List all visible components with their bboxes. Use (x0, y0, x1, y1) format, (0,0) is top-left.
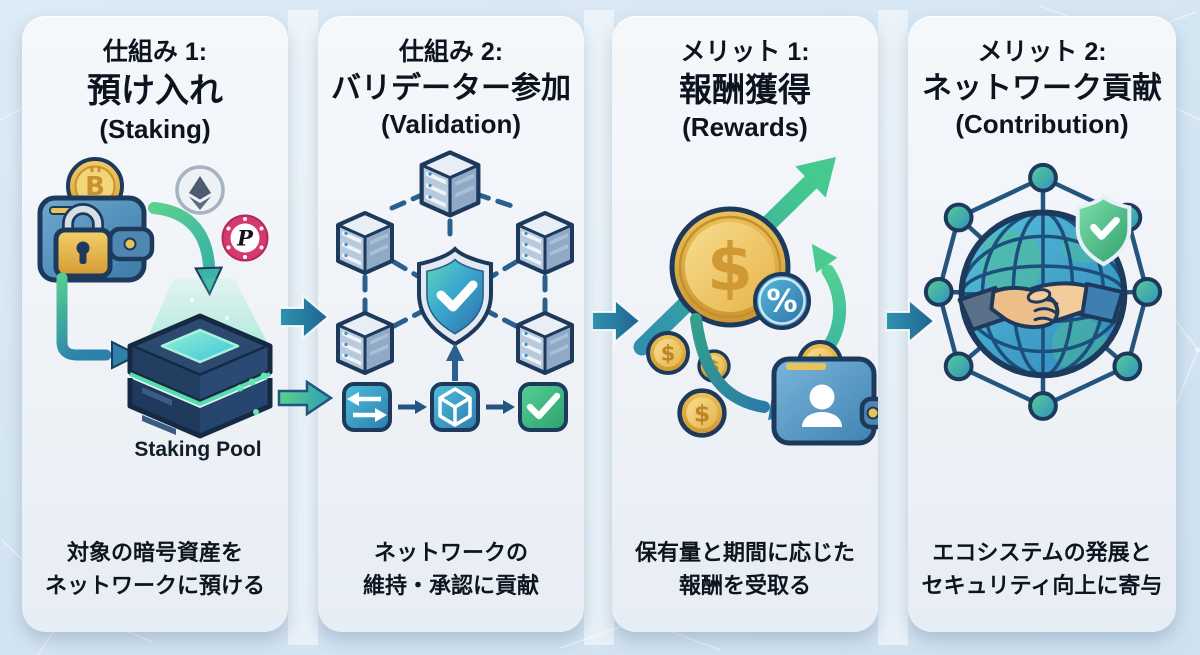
flow-arrow-pool-out (277, 379, 335, 422)
rewards-graphic: $ % $ $ (612, 149, 878, 497)
flow-arrow-3-4 (885, 297, 936, 349)
flow-arrow-2-3 (591, 297, 642, 349)
svg-text:$: $ (661, 342, 676, 366)
contribution-graphic (909, 145, 1175, 493)
card-rewards: メリット 1: 報酬獲得 (Rewards) $ (612, 16, 878, 632)
staking-pool-icon (127, 313, 273, 439)
card-contribution: メリット 2: ネットワーク貢献 (Contribution) (908, 16, 1176, 632)
validation-graphic (318, 145, 584, 493)
shield-check-icon (417, 246, 493, 347)
validator-node-icon (336, 211, 394, 276)
wallet-to-pool-arrow-icon (56, 272, 141, 371)
caption-line: エコシステムの発展と (932, 540, 1152, 565)
validator-node-icon (336, 311, 394, 376)
block-cube-icon (430, 382, 480, 433)
title-line: バリデーター参加 (331, 71, 571, 105)
validator-node-icon (422, 153, 479, 216)
card-validation-title: 仕組み 2: バリデーター参加 (Validation) (331, 36, 571, 141)
caption-line: ネットワークの (373, 540, 528, 565)
title-line: 報酬獲得 (679, 70, 811, 108)
caption-line: 報酬を受取る (678, 573, 811, 598)
validator-node-icon (516, 311, 574, 376)
ethereum-icon (175, 165, 225, 216)
flow-arrow-1-2 (279, 293, 330, 345)
contribution-graphic-svg (923, 163, 1163, 422)
svg-text:$: $ (707, 229, 753, 306)
approved-check-icon (518, 382, 568, 433)
staking-pool-label: Staking Pool (134, 438, 262, 462)
card-rewards-caption: 保有量と期間に応じた 報酬を受取る (635, 536, 855, 602)
title-line: ネットワーク貢献 (922, 71, 1162, 105)
handshake-icon (957, 281, 1125, 332)
dollar-coin-icon: $ (669, 206, 791, 328)
receive-wallet-icon: $ (771, 340, 878, 446)
card-staking-caption: 対象の暗号資産を ネットワークに預ける (45, 536, 265, 602)
flow-step-arrow-icon (398, 400, 427, 415)
security-shield-icon (1075, 194, 1132, 267)
caption-line: ネットワークに預ける (44, 573, 265, 598)
card-validation-caption: ネットワークの 維持・承認に貢献 (363, 536, 539, 602)
card-rewards-title: メリット 1: 報酬獲得 (Rewards) (679, 36, 811, 145)
card-staking-title: 仕組み 1: 預け入れ (Staking) (87, 36, 223, 146)
transaction-swap-icon (342, 382, 392, 433)
wallet-lock-icon (37, 195, 155, 283)
card-staking: 仕組み 1: 預け入れ (Staking) B (22, 16, 288, 632)
title-line: (Staking) (99, 113, 211, 144)
validator-network-links (362, 191, 548, 329)
caption-line: 維持・承認に貢献 (362, 573, 539, 598)
title-line: 仕組み 2: (398, 38, 504, 66)
card-contribution-caption: エコシステムの発展と セキュリティ向上に寄与 (922, 536, 1163, 602)
flow-step-arrow-icon (486, 400, 515, 415)
svg-text:P: P (236, 226, 254, 251)
caption-line: 対象の暗号資産を (66, 540, 243, 565)
validation-graphic-svg (336, 145, 574, 433)
svg-text:B: B (85, 172, 105, 202)
svg-text:$: $ (694, 400, 710, 428)
title-line: (Validation) (380, 108, 522, 139)
title-line: メリット 1: (680, 38, 810, 66)
staking-graphic-svg: B (37, 157, 273, 439)
title-line: 仕組み 1: (102, 38, 208, 66)
validator-node-icon (516, 211, 574, 276)
percent-badge-icon: % (753, 272, 811, 331)
staking-graphic: B (22, 150, 288, 498)
caption-line: 保有量と期間に応じた (634, 540, 855, 565)
card-contribution-title: メリット 2: ネットワーク貢献 (Contribution) (922, 36, 1162, 141)
title-line: メリット 2: (977, 38, 1107, 66)
caption-line: セキュリティ向上に寄与 (921, 573, 1163, 598)
card-validation: 仕組み 2: バリデーター参加 (Validation) (318, 16, 584, 632)
polkadot-icon: P (221, 214, 269, 262)
title-line: (Contribution) (955, 108, 1129, 139)
rewards-graphic-svg: $ % $ $ (633, 157, 878, 446)
svg-text:%: % (766, 284, 797, 320)
title-line: 預け入れ (87, 71, 223, 110)
up-arrow-icon (446, 343, 464, 382)
title-line: (Rewards) (682, 112, 808, 143)
